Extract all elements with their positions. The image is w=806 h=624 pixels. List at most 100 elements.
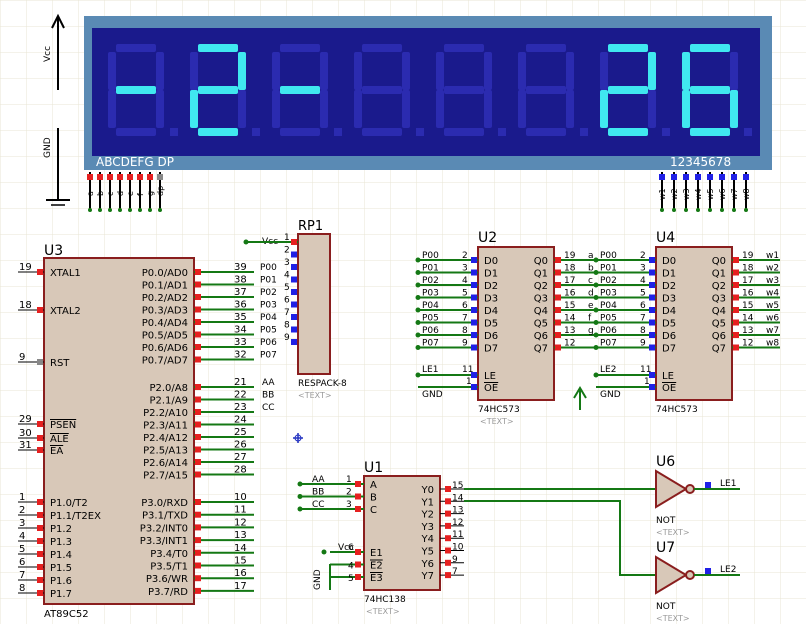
pin-number: 5 [462, 289, 468, 299]
segment-e [682, 90, 690, 128]
pin-marker [195, 434, 201, 440]
pin-marker [195, 319, 201, 325]
pin-marker [555, 294, 561, 301]
segment-dp [580, 128, 588, 136]
u1-part: 74HC138 [364, 595, 406, 605]
net-label: P03 [260, 301, 277, 311]
pin-end [696, 208, 700, 212]
net-label: c [588, 276, 593, 286]
pin-marker [37, 590, 43, 596]
mcu-u3[interactable] [43, 257, 195, 605]
pin-marker [195, 384, 201, 390]
pin-number: 26 [234, 440, 247, 451]
pin-end [660, 208, 664, 212]
pin-name: D1 [484, 269, 498, 280]
decoder-u1[interactable] [363, 475, 441, 591]
pin-number: 14 [452, 493, 464, 503]
pin-number: 19 [742, 251, 754, 261]
pin-marker [37, 512, 43, 518]
net-label: w4 [766, 289, 779, 299]
pin-marker [37, 447, 43, 453]
not-gate-u7[interactable] [655, 555, 688, 595]
pin-marker [195, 409, 201, 415]
pin-end [744, 208, 748, 212]
pin-marker [37, 551, 43, 557]
pin-marker [195, 356, 201, 363]
pin-name: P2.5/A13 [143, 446, 188, 457]
pin-name: Q3 [712, 294, 726, 305]
pin-name: D4 [484, 306, 498, 317]
pin-name: P3.4/T0 [150, 549, 188, 560]
pin-number: 14 [564, 314, 576, 324]
pin-name: Q4 [534, 306, 548, 317]
pin-number: 6 [19, 557, 25, 568]
pin-name: D5 [484, 319, 498, 330]
wire-junction [593, 295, 599, 300]
pin-name: P1.3 [50, 537, 72, 548]
pin-number: 15 [234, 556, 247, 567]
segment-b [730, 52, 738, 90]
pin-end [88, 208, 92, 212]
digit-pin-label: w2 [670, 188, 679, 200]
segment-b [484, 52, 492, 90]
pin-name: PSEN [50, 420, 76, 431]
digit-pin-label: w5 [706, 188, 715, 200]
rp1-text: <TEXT> [298, 391, 332, 400]
segment-pin-label: dp [156, 186, 165, 196]
segment-d [608, 128, 648, 136]
pin-number: 13 [564, 326, 575, 336]
segment-a [690, 44, 730, 52]
pin-number: 2 [346, 488, 352, 498]
pin-name: RST [50, 358, 70, 369]
pin-number: 12 [452, 518, 463, 528]
wire-junction [593, 372, 599, 378]
pin-number: 8 [640, 326, 646, 336]
rp1-ref: RP1 [298, 219, 323, 234]
pin-marker [733, 282, 739, 288]
pin-marker [37, 307, 43, 313]
pin-number: 28 [234, 465, 247, 476]
pin-end [732, 208, 736, 212]
u3-part: AT89C52 [44, 609, 89, 620]
pin-end [108, 208, 112, 212]
pin-marker [733, 269, 739, 276]
digit-pin-label: w3 [682, 188, 691, 200]
pin-marker [671, 174, 677, 180]
segment-a [116, 44, 156, 52]
wire-junction [321, 549, 327, 555]
pin-number: 8 [19, 583, 25, 594]
pin-number: 17 [234, 581, 247, 592]
pin-number: 23 [234, 402, 247, 413]
pin-marker [195, 446, 201, 453]
pin-marker [649, 257, 655, 263]
wire-junction [415, 372, 421, 378]
pin-number: 31 [19, 440, 32, 451]
segment-c [730, 90, 738, 128]
not-gate-u7-ref: U7 [656, 540, 675, 556]
net-label: GND [600, 390, 621, 400]
pin-name: P0.1/AD1 [142, 281, 188, 292]
pin-marker [733, 307, 739, 313]
pin-number: 8 [284, 321, 290, 331]
pin-number: 14 [234, 543, 247, 554]
segment-d [526, 128, 566, 136]
net-label: P06 [600, 326, 617, 336]
net-label: P07 [260, 351, 277, 361]
pin-name: D0 [484, 256, 498, 267]
pin-marker [37, 499, 43, 505]
segment-b [566, 52, 574, 90]
pin-number: 1 [644, 377, 650, 387]
gnd-label: GND [313, 569, 323, 590]
segment-f [354, 52, 362, 90]
not-gate-u6[interactable] [655, 469, 688, 509]
segment-c [402, 90, 410, 128]
pin-marker [195, 269, 201, 275]
resistor-pack-rp1[interactable] [297, 233, 331, 375]
segment-d [198, 128, 238, 136]
display-digit-6 [518, 44, 588, 136]
pin-name: XTAL1 [50, 268, 81, 279]
pin-marker [649, 319, 655, 326]
pin-marker [471, 344, 477, 351]
